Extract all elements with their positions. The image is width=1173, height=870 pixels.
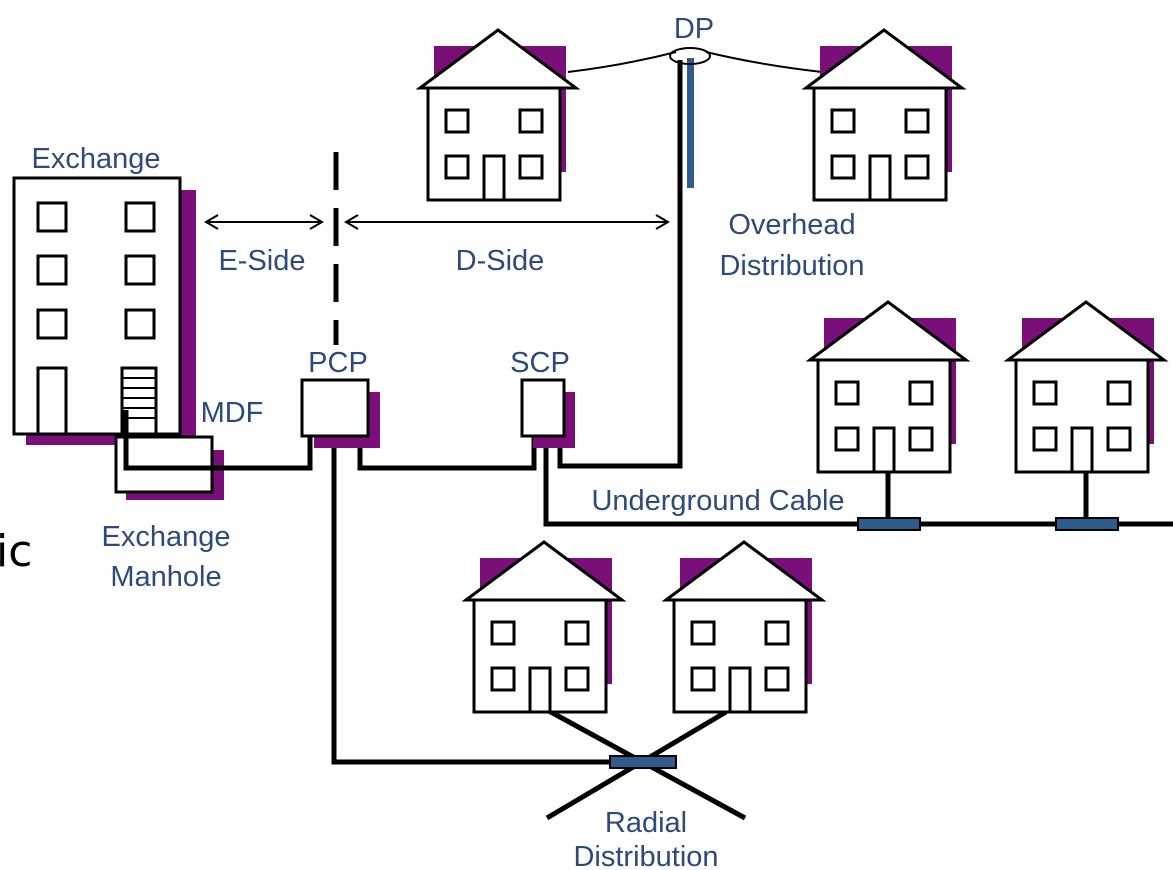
radial-label-line2: Distribution [573, 841, 718, 870]
house-icon [1006, 300, 1166, 474]
manhole-icon [114, 435, 224, 500]
d-side-arrow [344, 214, 670, 230]
pcp-cabinet-icon [300, 378, 380, 448]
house-icon [464, 540, 624, 714]
house-icon [664, 540, 824, 714]
exchange-building-icon [12, 176, 196, 445]
exchange-label: Exchange [32, 143, 161, 175]
overhead-label-line2: Distribution [719, 250, 864, 282]
d-side-label: D-Side [456, 245, 545, 277]
cable-joint-icon [609, 755, 677, 769]
scp-cabinet-icon [520, 378, 575, 448]
house-icon [808, 300, 968, 474]
pcp-label: PCP [308, 347, 368, 379]
scp-label: SCP [510, 347, 570, 379]
house-icon [804, 28, 964, 202]
e-side-label: E-Side [218, 245, 305, 277]
mdf-label: MDF [201, 397, 264, 429]
underground-cable-label: Underground Cable [591, 485, 844, 517]
cut-off-text-fragment: ic [0, 526, 32, 577]
dp-label: DP [674, 13, 714, 45]
cables [123, 51, 1173, 821]
overhead-label-line1: Overhead [728, 209, 855, 241]
pole-icon [669, 47, 711, 188]
radial-label-line1: Radial [605, 807, 687, 839]
cable-joint-icon [857, 517, 921, 531]
manhole-label-line2: Manhole [110, 561, 221, 593]
manhole-label-line1: Exchange [102, 521, 231, 553]
e-side-arrow [204, 214, 324, 230]
house-icon [418, 28, 578, 202]
cable-joint-icon [1055, 517, 1119, 531]
